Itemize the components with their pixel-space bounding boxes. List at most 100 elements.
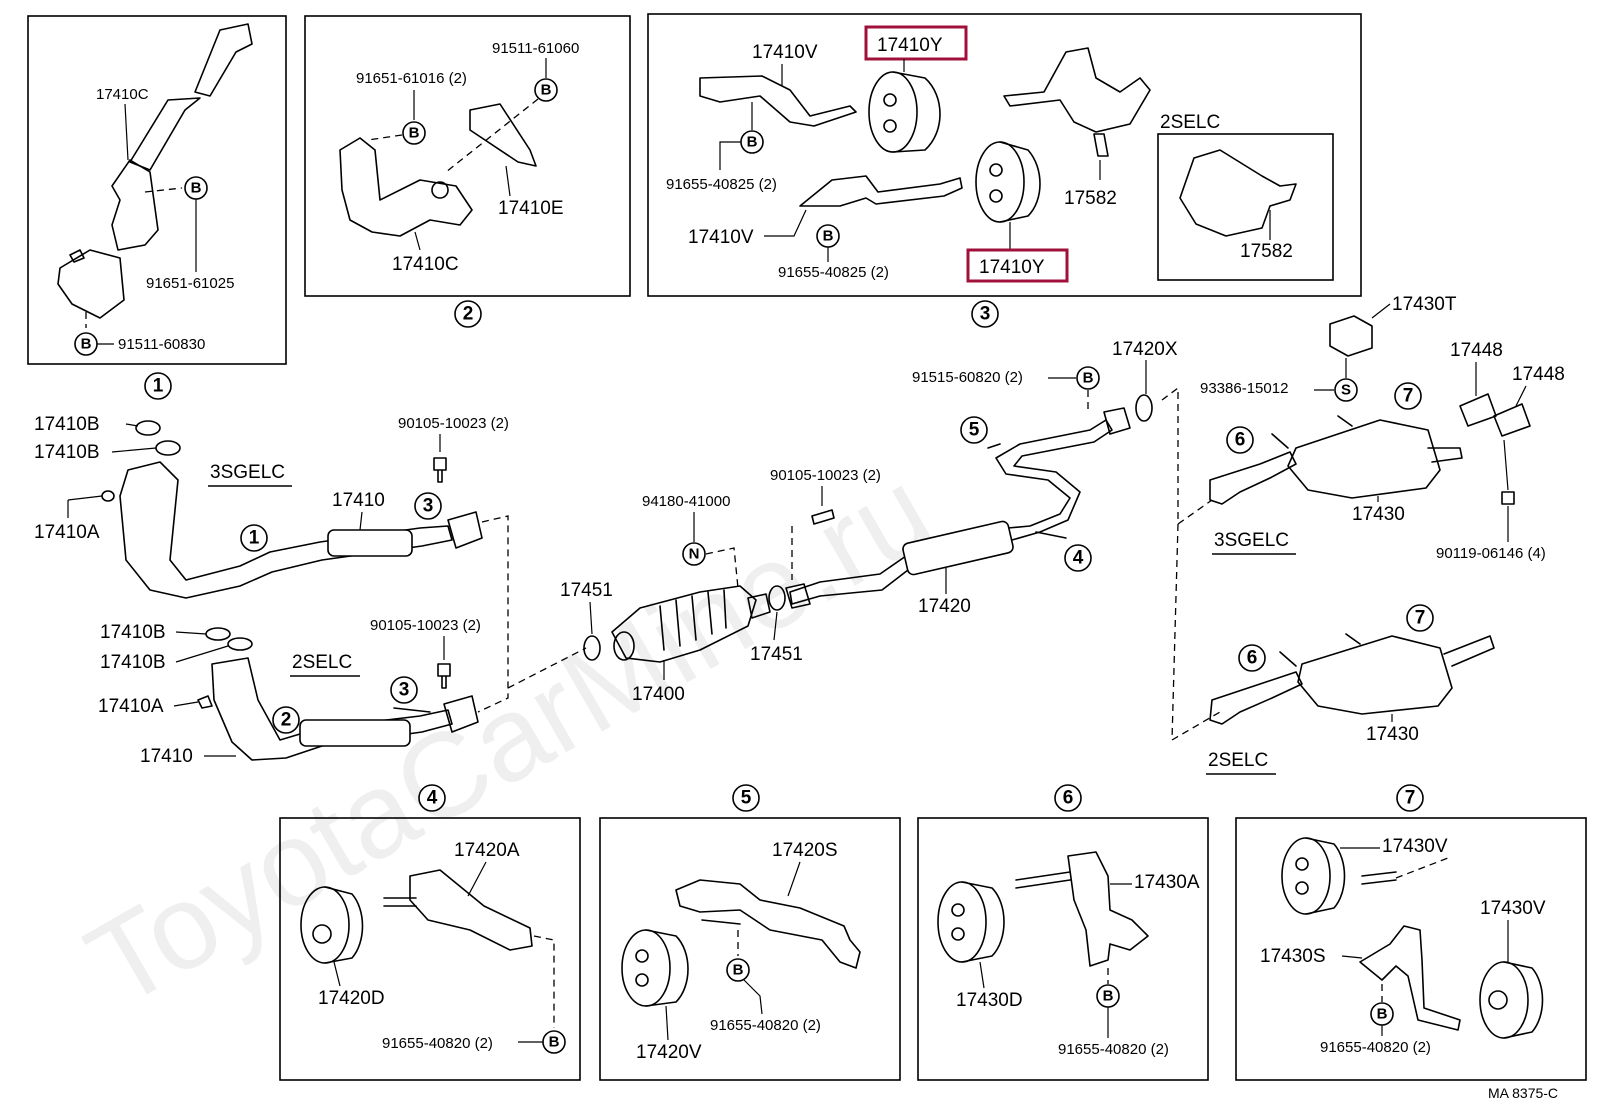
callout-2-label: 2 bbox=[463, 304, 474, 325]
tail-tip-17448-drawing bbox=[1459, 393, 1531, 437]
label-17420: 17420 bbox=[918, 596, 971, 617]
label-91511-61060: 91511-61060 bbox=[492, 40, 579, 57]
label-91651-61025: 91651-61025 bbox=[146, 275, 234, 292]
diagram-reference: MA 8375-C bbox=[1488, 1085, 1558, 1101]
rubber-mount-17410Y-upper-drawing bbox=[868, 71, 941, 153]
callout-4-icon bbox=[418, 784, 446, 812]
fastener-B-icon bbox=[1076, 366, 1100, 390]
label-91511-60830: 91511-60830 bbox=[118, 336, 205, 353]
label-17410B: 17410B bbox=[100, 652, 166, 673]
label-93386-15012: 93386-15012 bbox=[1200, 380, 1288, 397]
label-91655-40820: 91655-40820 (2) bbox=[382, 1035, 493, 1052]
callout-4-label: 4 bbox=[427, 788, 438, 809]
label-variant-3SGELC: 3SGELC bbox=[210, 462, 285, 483]
label-17410Y-upper[interactable]: 17410Y bbox=[877, 35, 943, 56]
callout-5-label: 5 bbox=[741, 788, 752, 809]
label-17410V: 17410V bbox=[752, 42, 818, 63]
label-variant-2SELC-muffler: 2SELC bbox=[1208, 750, 1268, 771]
label-91655-40820-box7: 91655-40820 (2) bbox=[1320, 1039, 1431, 1056]
label-90105-10023-center: 90105-10023 (2) bbox=[770, 467, 881, 484]
callout-3-icon bbox=[971, 300, 999, 328]
label-17430-3SGELC: 17430 bbox=[1352, 504, 1405, 525]
label-17420V: 17420V bbox=[636, 1042, 702, 1063]
fastener-N-letter: N bbox=[689, 546, 700, 563]
tail-pipe-17430-2SELC-drawing bbox=[1209, 633, 1495, 725]
hanger-17410V-upper-drawing bbox=[699, 75, 857, 127]
rubber-mount-17410Y-lower-drawing bbox=[975, 141, 1041, 223]
callout-1-label: 1 bbox=[153, 376, 164, 397]
insulator-17430T-icon bbox=[1329, 315, 1373, 357]
label-17448: 17448 bbox=[1450, 340, 1503, 361]
label-91655-40820-box5: 91655-40820 (2) bbox=[710, 1017, 821, 1034]
bracket-17410C-drawing bbox=[57, 23, 253, 319]
fastener-B-icon bbox=[726, 958, 750, 982]
label-17410Y-lower[interactable]: 17410Y bbox=[979, 257, 1045, 278]
label-17410A: 17410A bbox=[98, 696, 164, 717]
callout-2-icon bbox=[454, 300, 482, 328]
gasket-17420X-icon bbox=[1135, 394, 1153, 422]
callout-3-icon bbox=[414, 492, 442, 520]
detail-box-3 bbox=[647, 13, 1362, 297]
label-91655-40820-box6: 91655-40820 (2) bbox=[1058, 1041, 1169, 1058]
callout-3-icon bbox=[390, 676, 418, 704]
fastener-B-icon bbox=[534, 78, 558, 102]
callout-6-icon bbox=[1238, 644, 1266, 672]
bracket-17410C-17410E-drawing bbox=[339, 103, 537, 237]
label-17410V-lower: 17410V bbox=[688, 227, 754, 248]
label-17430D: 17430D bbox=[956, 990, 1023, 1011]
label-17430-2SELC: 17430 bbox=[1366, 724, 1419, 745]
label-94180-41000: 94180-41000 bbox=[642, 493, 730, 510]
label-17410-3SGELC: 17410 bbox=[332, 490, 385, 511]
label-variant-3SGELC-muffler: 3SGELC bbox=[1214, 530, 1289, 551]
detail-box-7 bbox=[1235, 817, 1587, 1081]
label-17410B: 17410B bbox=[34, 442, 100, 463]
fastener-B-letter: B bbox=[1083, 370, 1094, 387]
label-90105-10023: 90105-10023 (2) bbox=[370, 617, 481, 634]
watermark: ToyotaCarMine.ru bbox=[66, 443, 953, 1033]
label-17451: 17451 bbox=[560, 580, 613, 601]
label-17410A: 17410A bbox=[34, 522, 100, 543]
label-17410E: 17410E bbox=[498, 198, 564, 219]
gasket-17451-icon bbox=[583, 635, 601, 661]
label-90119-06146: 90119-06146 (4) bbox=[1436, 545, 1546, 562]
label-17451-right: 17451 bbox=[750, 644, 803, 665]
gaskets-17410B-lower-drawing bbox=[197, 627, 253, 709]
fastener-B-icon bbox=[402, 121, 426, 145]
label-17430T: 17430T bbox=[1392, 294, 1457, 315]
hanger-17410V-lower-drawing bbox=[799, 175, 963, 207]
label-91655-40825: 91655-40825 (2) bbox=[666, 176, 777, 193]
callout-5-icon bbox=[732, 784, 760, 812]
fastener-B-letter: B bbox=[747, 134, 758, 151]
detail-box-1 bbox=[27, 15, 287, 365]
label-17430S: 17430S bbox=[1260, 946, 1326, 967]
label-17410C: 17410C bbox=[392, 254, 459, 275]
callout-6-label: 6 bbox=[1063, 788, 1074, 809]
mount-17420V-bracket-17420S-drawing bbox=[621, 879, 861, 1007]
detail-box-5 bbox=[599, 817, 901, 1081]
label-17420X: 17420X bbox=[1112, 339, 1178, 360]
center-pipe-17420-drawing bbox=[785, 407, 1131, 609]
label-17420A: 17420A bbox=[454, 840, 520, 861]
label-17582: 17582 bbox=[1064, 188, 1117, 209]
front-pipe-17410-2SELC-drawing bbox=[211, 657, 479, 761]
callout-7-icon bbox=[1406, 604, 1434, 632]
callout-3-label: 3 bbox=[980, 304, 991, 325]
gaskets-17410B-upper-drawing bbox=[101, 420, 181, 502]
label-17430V-right: 17430V bbox=[1480, 898, 1546, 919]
callout-4-icon bbox=[1064, 544, 1092, 572]
label-17430A: 17430A bbox=[1134, 872, 1200, 893]
tail-pipe-17430-3SGELC-drawing bbox=[1209, 415, 1463, 505]
callout-7-icon bbox=[1394, 382, 1422, 410]
callout-7-label: 7 bbox=[1403, 386, 1414, 407]
label-17410B: 17410B bbox=[100, 622, 166, 643]
detail-box-4 bbox=[279, 817, 581, 1081]
gasket-17451-icon bbox=[768, 585, 786, 611]
fastener-B-letter: B bbox=[409, 125, 420, 142]
fastener-B-letter: B bbox=[81, 336, 92, 353]
label-17448-right: 17448 bbox=[1512, 364, 1565, 385]
fastener-N-icon bbox=[682, 542, 706, 566]
label-17582-2SELC: 17582 bbox=[1240, 241, 1293, 262]
catalytic-converter-17400-drawing bbox=[611, 585, 771, 663]
